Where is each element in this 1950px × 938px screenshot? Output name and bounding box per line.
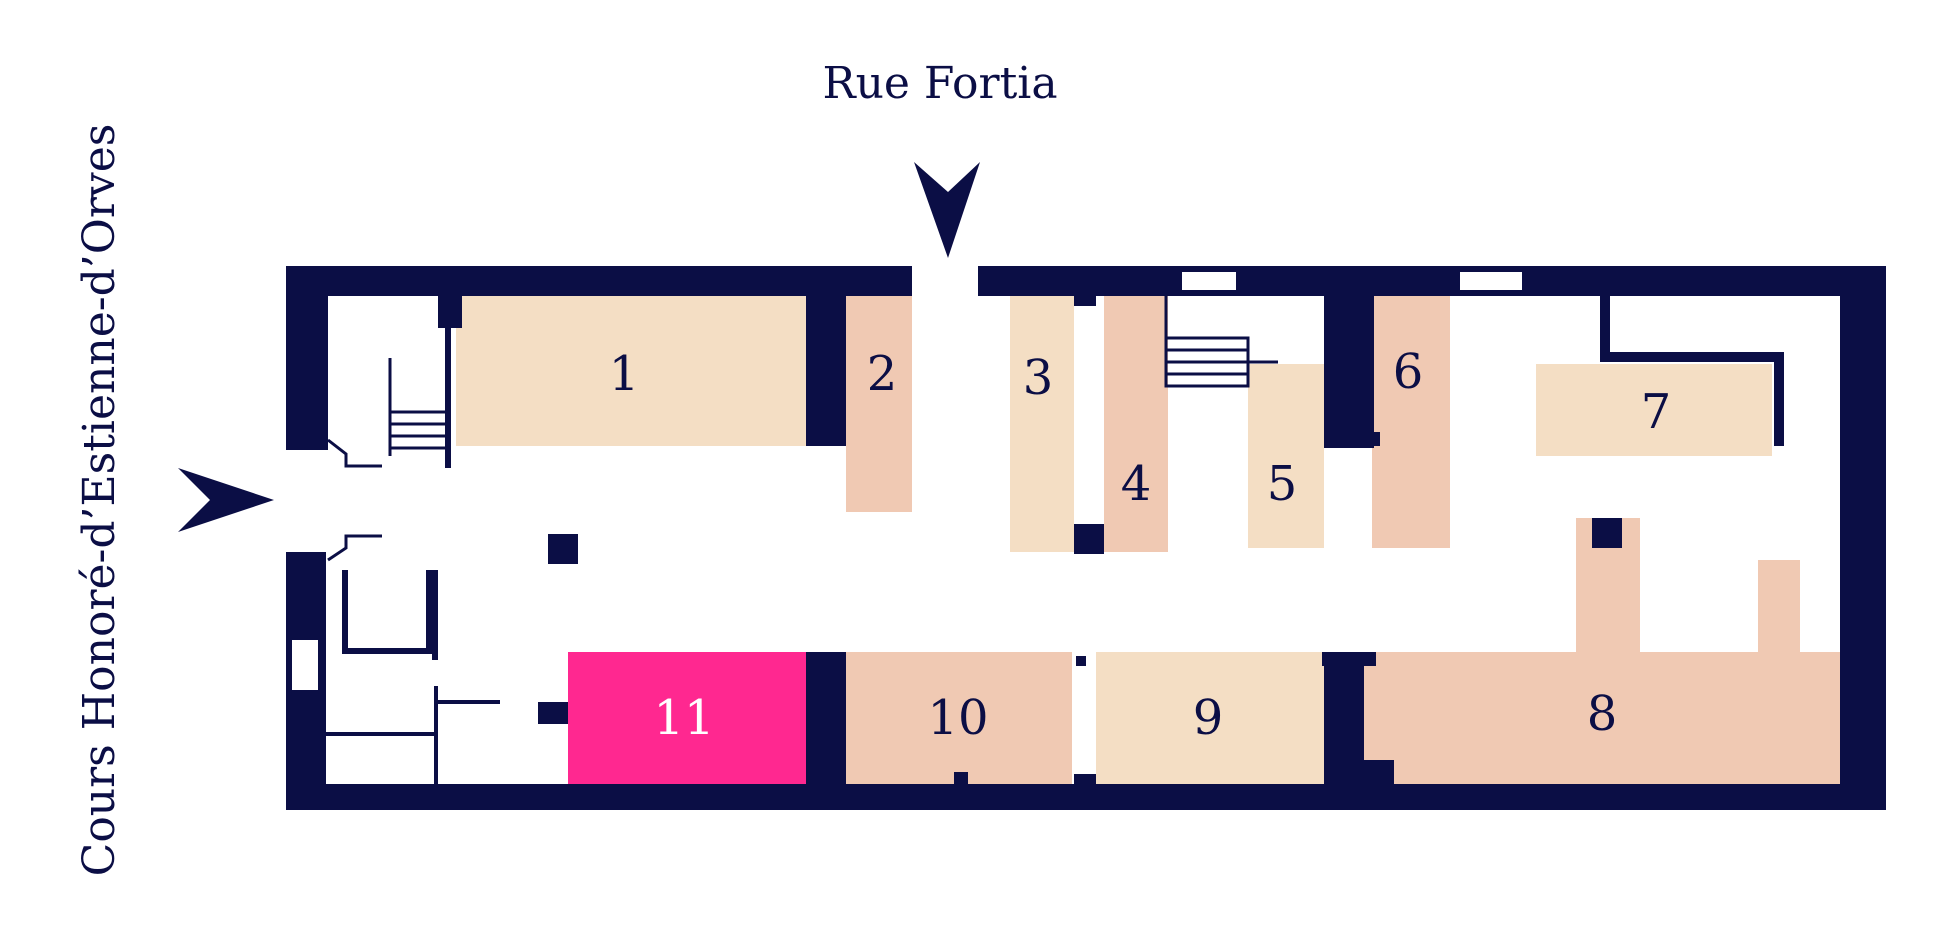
room-5[interactable] (1248, 364, 1324, 548)
rooms (456, 296, 1840, 784)
wall-segment (342, 570, 348, 654)
room-7[interactable] (1536, 364, 1772, 456)
column (1592, 518, 1622, 548)
wall-bottom (286, 784, 1886, 810)
room-8-shape (1364, 518, 1840, 784)
wall-segment (326, 732, 438, 736)
room-1-number: 1 (609, 346, 640, 402)
walls (286, 266, 1886, 810)
wall-segment (1774, 352, 1784, 446)
wall-pillar (806, 294, 846, 446)
wall-segment (342, 648, 432, 654)
room-3-number: 3 (1023, 350, 1054, 406)
wall-segment (434, 686, 438, 786)
wall-segment (1600, 352, 1784, 362)
wall-pillar (1322, 652, 1376, 666)
windows (292, 272, 1522, 690)
wall-left-upper (286, 266, 328, 450)
wall-segment (1600, 294, 1610, 358)
room-1-shape (456, 296, 806, 446)
arrow-down-icon (914, 162, 980, 258)
room-1[interactable] (456, 296, 806, 446)
wall-segment (432, 570, 438, 660)
room-4-number: 4 (1121, 456, 1152, 512)
window (292, 640, 318, 690)
room-6-number: 6 (1393, 344, 1424, 400)
room-7-number: 7 (1641, 384, 1672, 440)
room-4[interactable] (1104, 296, 1168, 552)
room-8[interactable] (1364, 518, 1840, 784)
wall-pillar (1324, 294, 1374, 448)
room-10[interactable] (846, 652, 1072, 784)
staircase-left-icon (327, 320, 451, 562)
room-11-number: 11 (653, 690, 714, 746)
room-8-number: 8 (1587, 686, 1618, 742)
wall-pillar (1364, 760, 1394, 786)
room-2[interactable] (846, 296, 912, 512)
wall-pillar (806, 652, 846, 788)
room-6[interactable] (1372, 296, 1450, 548)
room-labels: 1 2 3 4 5 6 7 8 9 10 11 (609, 344, 1672, 746)
room-2-shape (846, 296, 912, 512)
room-10-shape (846, 652, 1072, 784)
window (1182, 272, 1236, 290)
street-label-top: Rue Fortia (822, 58, 1057, 109)
room-9-number: 9 (1193, 690, 1224, 746)
column (538, 702, 568, 724)
room-9[interactable] (1096, 652, 1324, 784)
room-7-shape (1536, 364, 1772, 456)
staircase-center-icon (1164, 296, 1278, 388)
wall-segment (426, 570, 432, 654)
arrow-right-icon (178, 468, 274, 532)
room-11-shape (568, 652, 806, 784)
street-label-left: Cours Honoré-d’Estienne-d’Orves (74, 124, 125, 877)
room-3[interactable] (1010, 296, 1074, 552)
wall-pillar (1324, 652, 1364, 788)
room-2-number: 2 (867, 346, 898, 402)
room-10-number: 10 (927, 690, 988, 746)
column (548, 534, 578, 564)
wall-top-right (978, 266, 1886, 296)
window (1460, 272, 1522, 290)
column (1076, 656, 1086, 666)
wall-top-left (286, 266, 912, 296)
room-9-shape (1096, 652, 1324, 784)
column (1074, 774, 1096, 786)
room-5-number: 5 (1267, 456, 1298, 512)
wall-pillar (1074, 294, 1096, 306)
room-3-shape (1010, 296, 1074, 552)
wall-segment (438, 700, 500, 704)
column (1074, 524, 1104, 554)
room-5-shape (1248, 364, 1324, 548)
room-4-shape (1104, 296, 1168, 552)
room-6-shape (1372, 296, 1450, 548)
room-11[interactable] (568, 652, 806, 784)
column (954, 772, 968, 786)
wall-right (1840, 266, 1886, 810)
wall-segment (1374, 432, 1380, 446)
